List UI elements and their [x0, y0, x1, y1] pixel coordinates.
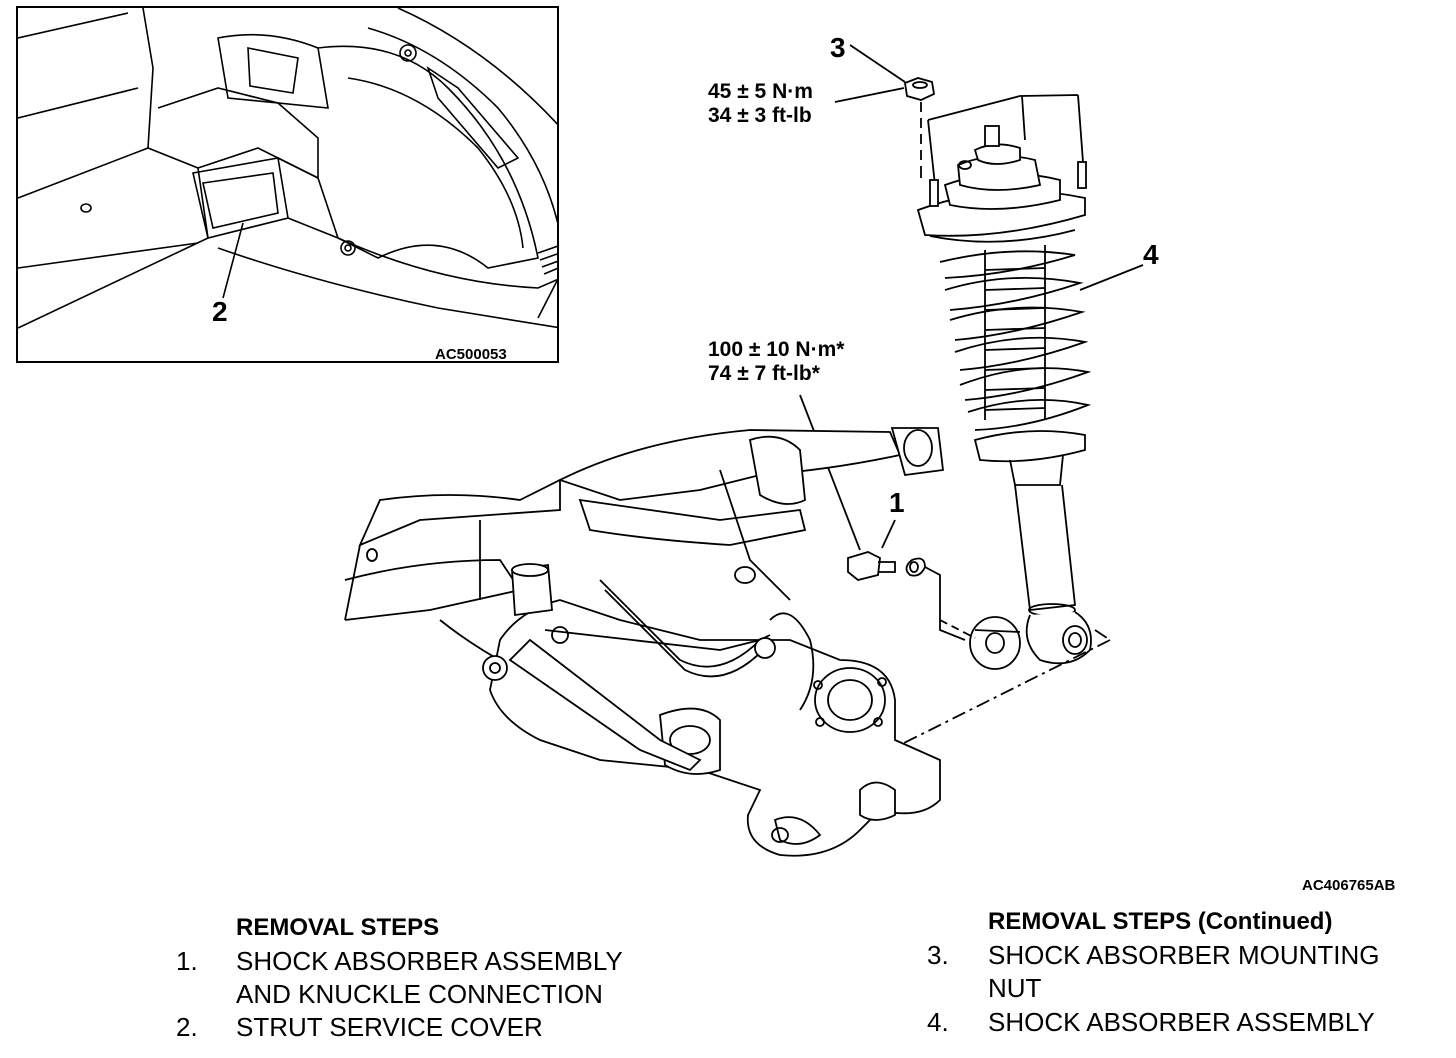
- callout-2: 2: [212, 296, 228, 327]
- nut-torque-spec: 45 ± 5 N·m 34 ± 3 ft-lb: [708, 80, 813, 128]
- trunk-interior-drawing: [18, 8, 557, 329]
- removal-steps-continued-heading: REMOVAL STEPS (Continued): [988, 908, 1333, 935]
- nut-torque-metric: 45 ± 5 N·m: [708, 80, 813, 103]
- mounting-nut: [834, 44, 936, 178]
- bolt-torque-spec: 100 ± 10 N·m* 74 ± 7 ft-lb*: [708, 338, 844, 386]
- removal-step-1: 1. SHOCK ABSORBER ASSEMBLY AND KNUCKLE C…: [176, 946, 736, 1012]
- shock-absorber-body: [1009, 454, 1092, 665]
- step-text-line2: AND KNUCKLE CONNECTION: [236, 979, 603, 1009]
- coil-spring: [929, 229, 1092, 463]
- lower-control-arm: [508, 629, 761, 772]
- removal-step-2: 2. STRUT SERVICE COVER: [176, 1012, 736, 1046]
- removal-step-4: 4. SHOCK ABSORBER ASSEMBLY: [927, 1007, 1427, 1041]
- callout-1: 1: [889, 487, 905, 518]
- bolt-torque-imperial: 74 ± 7 ft-lb*: [708, 362, 820, 385]
- strut-top-mount: [916, 94, 1087, 237]
- frame-bushings: [482, 563, 776, 681]
- inset-figure-code: AC500053: [435, 346, 507, 363]
- step-number: 1.: [176, 946, 198, 976]
- step-number: 2.: [176, 1012, 198, 1042]
- step-text-line1: STRUT SERVICE COVER: [236, 1012, 543, 1042]
- callout-3: 3: [830, 32, 846, 63]
- removal-step-3: 3. SHOCK ABSORBER MOUNTING NUT: [927, 940, 1427, 1006]
- removal-steps-heading: REMOVAL STEPS: [236, 914, 440, 941]
- nut-torque-imperial: 34 ± 3 ft-lb: [708, 104, 812, 127]
- step-text-line1: SHOCK ABSORBER ASSEMBLY: [988, 1007, 1375, 1037]
- callout-4: 4: [1143, 239, 1159, 270]
- brake-line: [599, 579, 815, 711]
- step-text-line1: SHOCK ABSORBER ASSEMBLY: [236, 946, 623, 976]
- step-number: 3.: [927, 940, 949, 970]
- step-text-line1: SHOCK ABSORBER MOUNTING: [988, 940, 1380, 970]
- main-figure-code: AC406765AB: [1302, 877, 1396, 894]
- upper-control-arm: [557, 427, 944, 601]
- bushing-spacer: [969, 616, 1021, 670]
- inset-illustration: 2 AC500053: [16, 6, 559, 363]
- step-text-line2: NUT: [988, 973, 1042, 1003]
- step-number: 4.: [927, 1007, 949, 1037]
- rear-knuckle: [489, 599, 941, 857]
- bolt-torque-metric: 100 ± 10 N·m*: [708, 338, 845, 361]
- lower-bolt: [799, 394, 966, 641]
